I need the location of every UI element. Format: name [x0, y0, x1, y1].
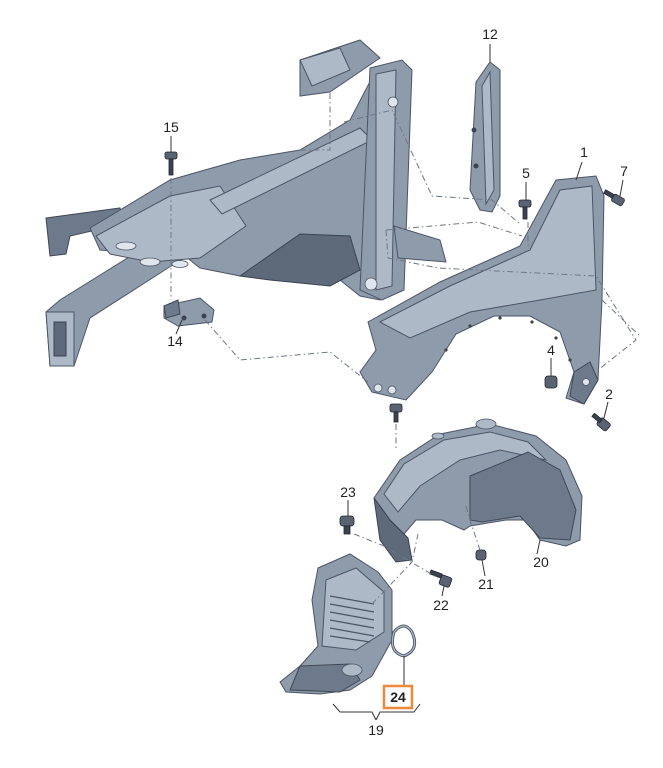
part-labels: 12 15 1 7 5 14 4 2 23 20 21 22 24 19 [163, 26, 628, 738]
label-part-15[interactable]: 15 [163, 119, 179, 135]
label-part-1[interactable]: 1 [580, 144, 588, 160]
fastener-2[interactable] [591, 412, 611, 432]
label-part-7[interactable]: 7 [620, 163, 628, 179]
fastener-5[interactable] [518, 199, 532, 220]
label-part-24[interactable]: 24 [390, 689, 406, 705]
fastener-22[interactable] [429, 569, 453, 588]
part-14-bracket[interactable] [163, 297, 215, 327]
fastener-23[interactable] [339, 515, 355, 535]
fastener-7[interactable] [603, 189, 626, 207]
label-part-21[interactable]: 21 [478, 576, 494, 592]
part-1-fender[interactable] [359, 175, 605, 405]
part-24-highlight-box [382, 684, 414, 710]
label-part-12[interactable]: 12 [482, 26, 498, 42]
fastener-21[interactable] [475, 549, 487, 561]
part-24-seal[interactable] [390, 624, 417, 658]
label-part-23[interactable]: 23 [340, 484, 356, 500]
label-part-4[interactable]: 4 [547, 342, 555, 358]
label-part-22[interactable]: 22 [433, 597, 449, 613]
part-12-trim-strip[interactable] [469, 61, 501, 213]
fastener-4[interactable] [544, 375, 558, 389]
label-part-20[interactable]: 20 [533, 554, 549, 570]
fastener-fender-bottom[interactable] [389, 403, 403, 423]
label-part-2[interactable]: 2 [605, 386, 613, 402]
assembly-lines [170, 92, 641, 605]
label-part-19[interactable]: 19 [368, 722, 384, 738]
leader-lines [170, 44, 624, 721]
label-part-5[interactable]: 5 [522, 165, 530, 181]
part-19-lower-liner[interactable] [279, 553, 393, 695]
grille-slots [329, 595, 375, 643]
fastener-15[interactable] [164, 151, 178, 176]
label-part-14[interactable]: 14 [167, 333, 183, 349]
part-20-wheelhouse-liner[interactable] [373, 418, 583, 563]
